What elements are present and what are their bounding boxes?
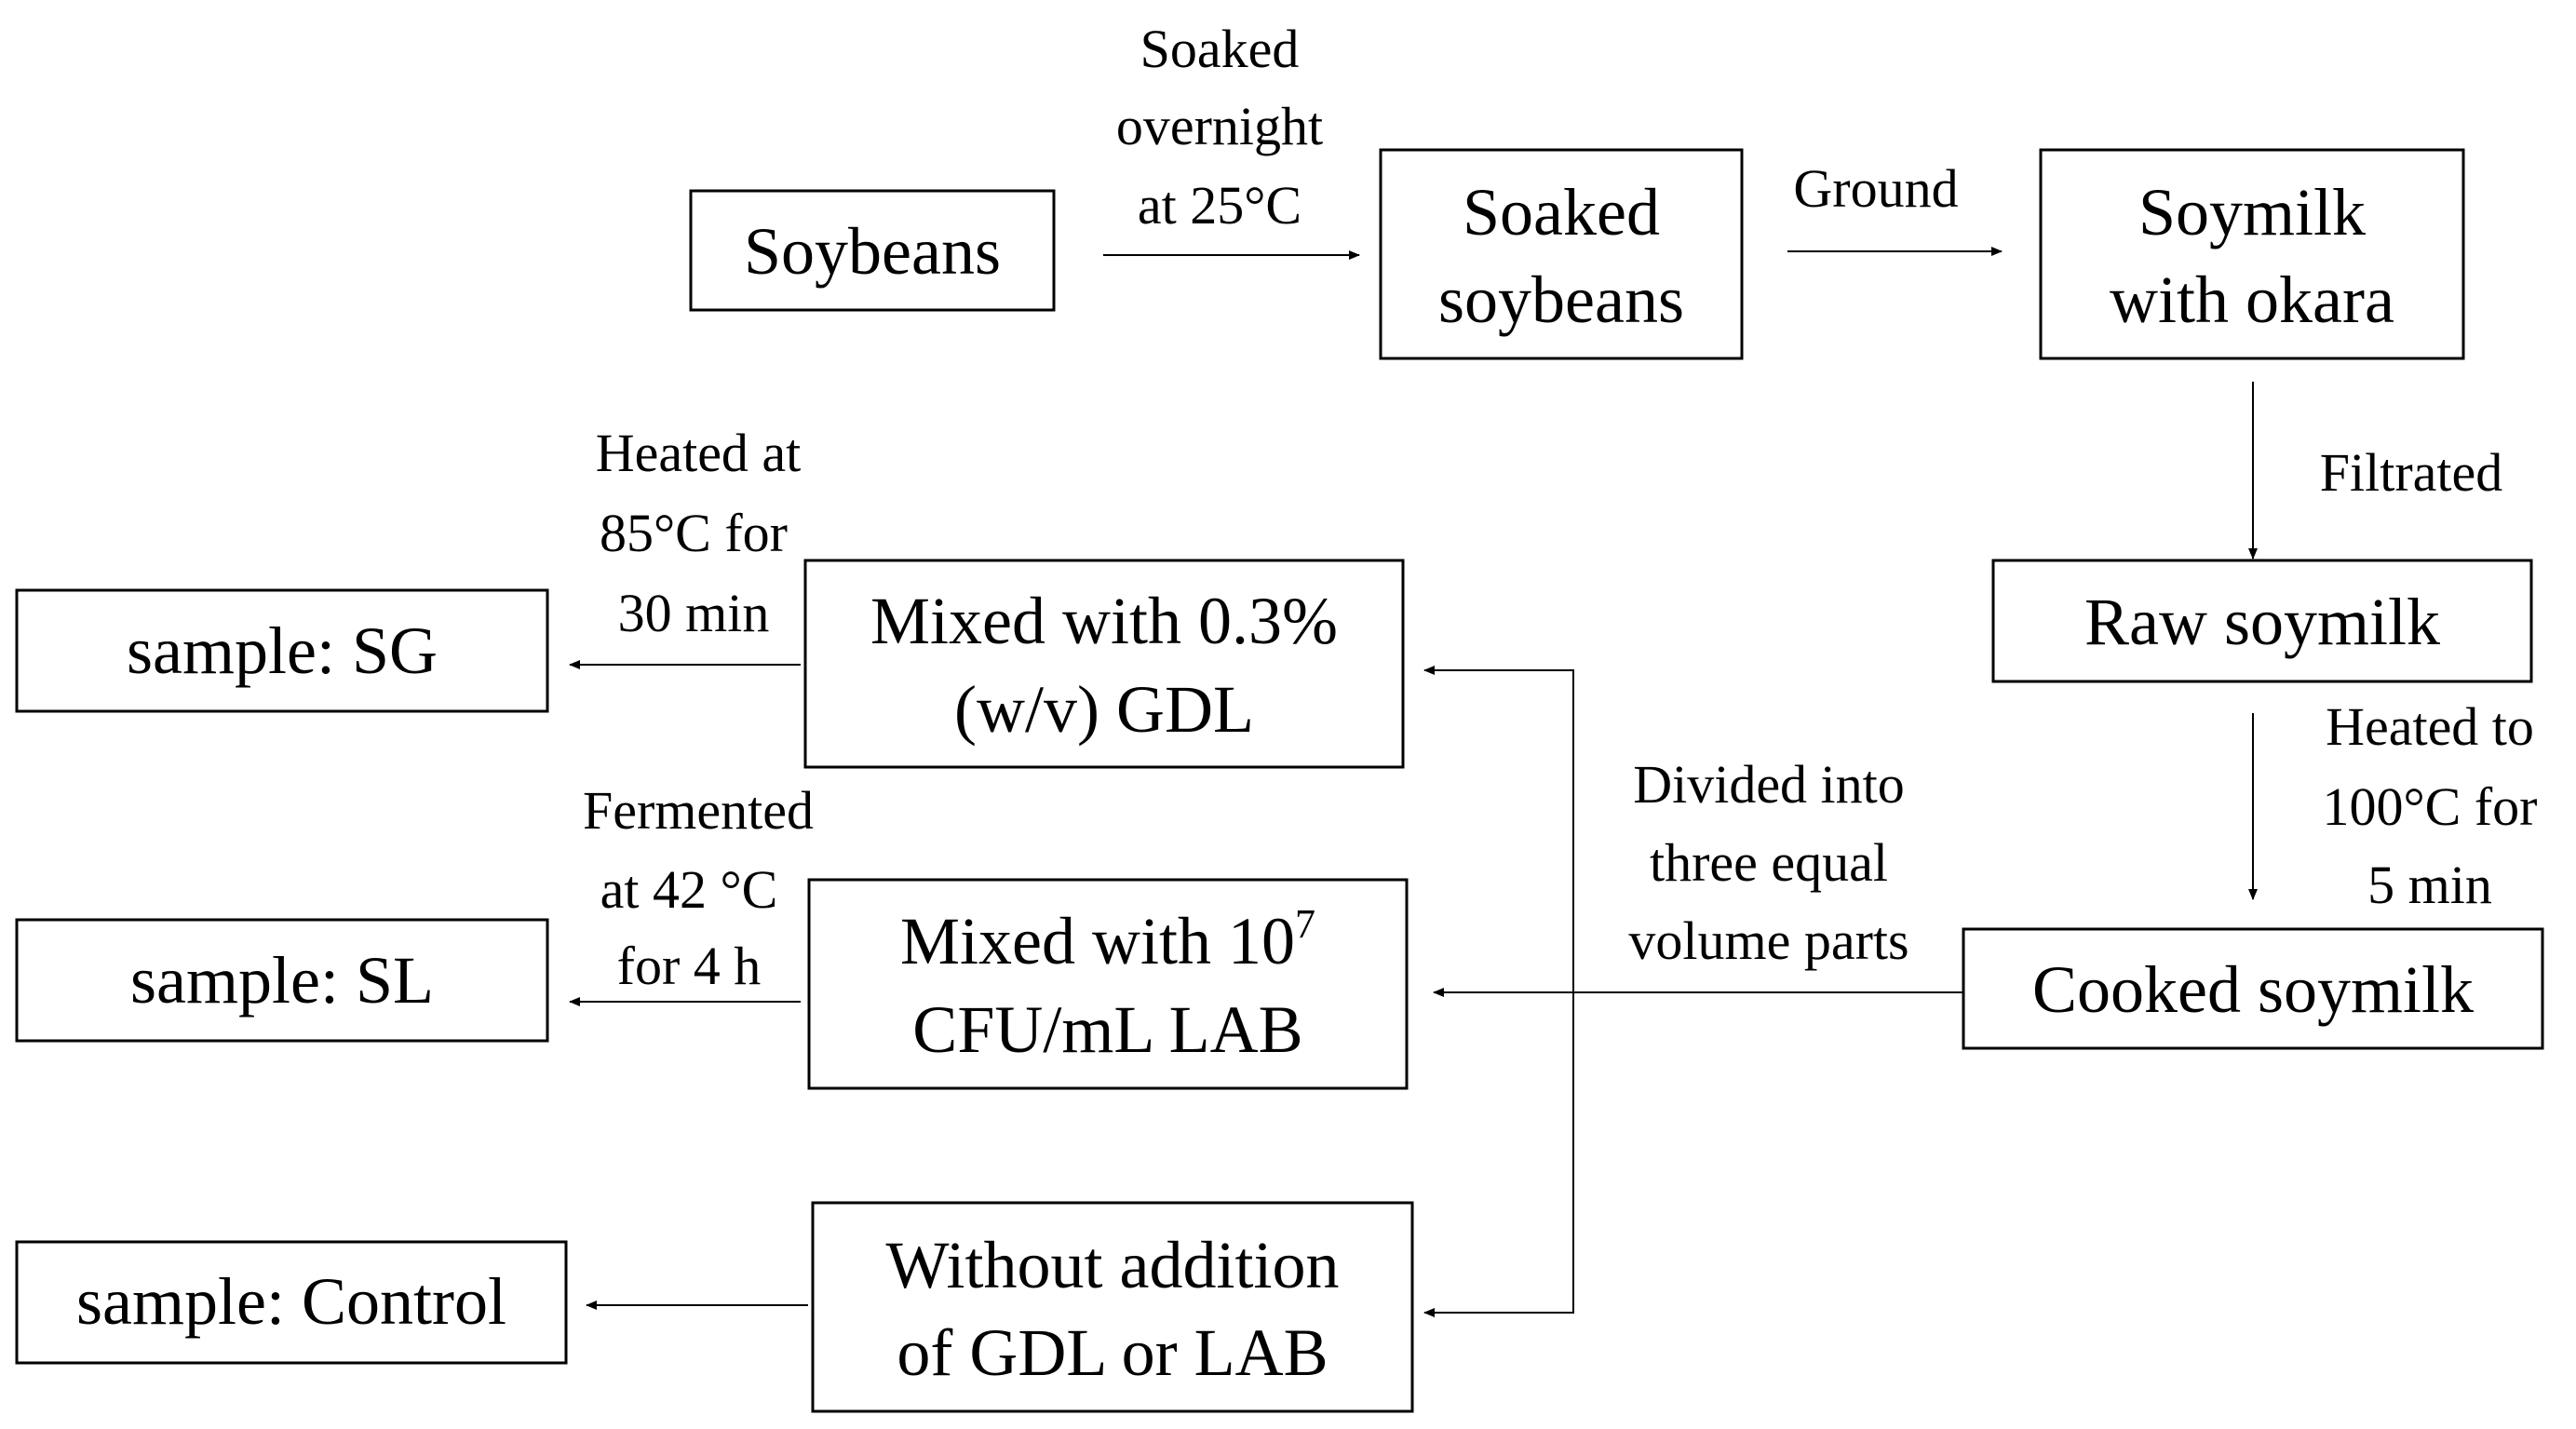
node-raw-soymilk: Raw soymilk <box>1991 559 2533 683</box>
edge-label-divide-line2: three equal <box>1650 832 1888 893</box>
node-sample-control: sample: Control <box>15 1240 568 1365</box>
edge-label-heat-100-line2: 100°C for <box>2322 776 2537 837</box>
node-without-addition-line2: of GDL or LAB <box>897 1315 1328 1390</box>
edge-label-ferment-line1: Fermented <box>583 780 814 841</box>
edge-label-divide-line3: volume parts <box>1628 910 1908 971</box>
node-cooked-soymilk: Cooked soymilk <box>1962 927 2544 1050</box>
edge-label-soak-line2: overnight <box>1116 96 1323 156</box>
edge-label-soak: Soaked overnight at 25°C <box>1116 19 1323 236</box>
node-mixed-lab: Mixed with 107 CFU/mL LAB <box>807 878 1409 1090</box>
node-raw-soymilk-label: Raw soymilk <box>2084 585 2440 659</box>
edge-label-soak-line1: Soaked <box>1140 19 1300 79</box>
node-soymilk-okara-line2: with okara <box>2110 263 2394 337</box>
node-sample-control-label: sample: Control <box>76 1264 506 1339</box>
edge-label-heat-85-line2: 85°C for <box>600 503 788 563</box>
node-soaked-soybeans-line1: Soaked <box>1463 175 1660 249</box>
node-mixed-lab-line2: CFU/mL LAB <box>912 992 1302 1067</box>
node-mixed-gdl-line2: (w/v) GDL <box>954 672 1254 747</box>
node-soybeans: Soybeans <box>689 189 1056 312</box>
node-soymilk-with-okara: Soymilk with okara <box>2039 148 2465 360</box>
node-soaked-soybeans: Soaked soybeans <box>1379 148 1744 360</box>
edge-label-heat-100: Heated to 100°C for 5 min <box>2322 696 2537 915</box>
node-soybeans-label: Soybeans <box>744 214 1001 289</box>
node-without-addition-line1: Without addition <box>885 1228 1339 1302</box>
node-soymilk-okara-line1: Soymilk <box>2138 175 2366 249</box>
node-sample-sl-label: sample: SL <box>130 943 434 1018</box>
edge-label-ferment: Fermented at 42 °C for 4 h <box>583 780 814 996</box>
node-without-addition: Without addition of GDL or LAB <box>811 1201 1414 1413</box>
edge-label-ferment-line3: for 4 h <box>617 936 762 996</box>
node-mixed-gdl: Mixed with 0.3% (w/v) GDL <box>803 559 1405 769</box>
node-sample-sl: sample: SL <box>15 918 549 1043</box>
edge-label-heat-85-line3: 30 min <box>618 583 770 643</box>
edge-label-heat-85: Heated at 85°C for 30 min <box>596 423 802 643</box>
edge-label-ferment-line2: at 42 °C <box>600 859 778 920</box>
edge-label-heat-100-line1: Heated to <box>2326 696 2534 757</box>
edge-label-soak-line3: at 25°C <box>1138 175 1301 236</box>
node-mixed-gdl-line1: Mixed with 0.3% <box>870 584 1338 658</box>
divide-branch-line <box>1424 669 1574 1314</box>
node-soaked-soybeans-line2: soybeans <box>1438 263 1684 337</box>
node-sample-sg: sample: SG <box>15 588 549 713</box>
node-mixed-lab-line1: Mixed with 107 <box>900 901 1315 978</box>
edge-label-divide-line1: Divided into <box>1633 754 1905 815</box>
edge-label-heat-100-line3: 5 min <box>2367 855 2492 915</box>
edge-label-heat-85-line1: Heated at <box>596 423 802 483</box>
node-cooked-soymilk-label: Cooked soymilk <box>2032 952 2474 1027</box>
edge-label-ground: Ground <box>1793 158 1958 219</box>
edge-label-filtrated: Filtrated <box>2320 442 2503 503</box>
edge-label-divide: Divided into three equal volume parts <box>1628 754 1908 971</box>
node-sample-sg-label: sample: SG <box>127 613 438 688</box>
